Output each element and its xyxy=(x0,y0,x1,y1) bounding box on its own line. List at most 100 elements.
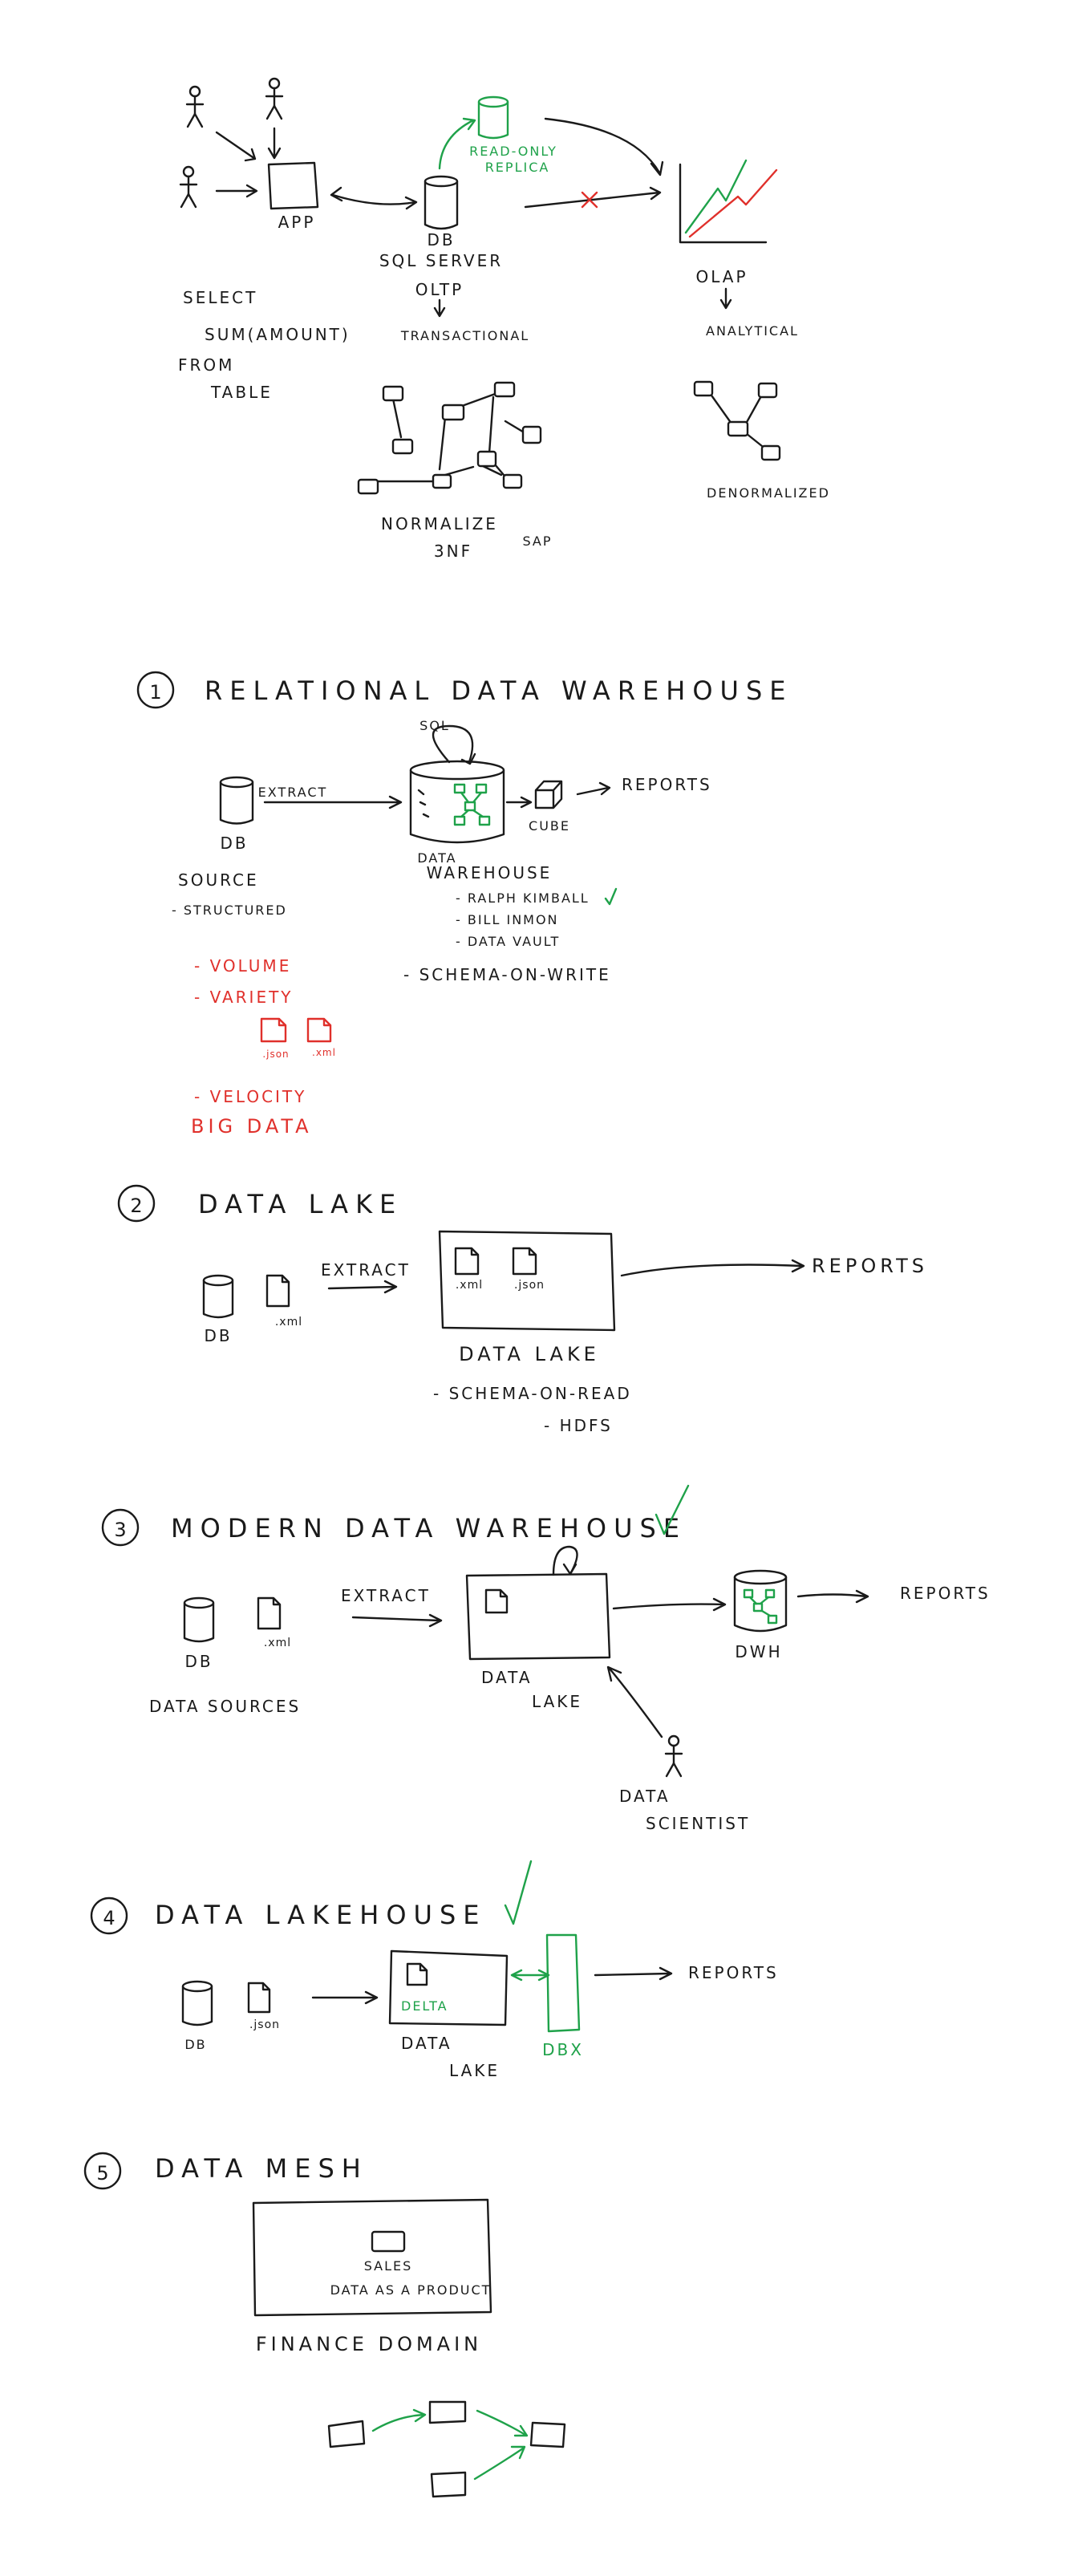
xml-label: .xml xyxy=(456,1279,483,1292)
section-title: MODERN DATA WAREHOUSE xyxy=(171,1513,687,1544)
method-vault: - DATA VAULT xyxy=(456,934,560,949)
lake-dwh-arrow xyxy=(612,1597,727,1612)
lake-dbx-arrow xyxy=(510,1969,550,1982)
sap-label: SAP xyxy=(522,533,552,549)
section-number-circle xyxy=(136,671,175,709)
replica-cylinder-icon xyxy=(477,95,509,140)
extract-arrow xyxy=(351,1613,443,1628)
replica-olap-arrow xyxy=(544,117,664,176)
data-product-label: DATA AS A PRODUCT xyxy=(330,2282,492,2298)
replica-label-1: READ-ONLY xyxy=(469,144,557,159)
reports-label: REPORTS xyxy=(900,1584,991,1603)
section-data-lake: 2 DATA LAKE DB .xml EXTRACT .xml .json R… xyxy=(117,1184,924,1435)
section-title: DATA LAKEHOUSE xyxy=(155,1900,486,1930)
scientist-label-2: SCIENTIST xyxy=(646,1814,750,1833)
dw-label-2: WAREHOUSE xyxy=(427,863,553,882)
section-title: RELATIONAL DATA WAREHOUSE xyxy=(205,675,792,706)
section-number: 5 xyxy=(96,2162,108,2185)
delta-label: DELTA xyxy=(401,1998,448,2014)
lake-label-1: DATA xyxy=(481,1668,533,1687)
source-label: SOURCE xyxy=(178,870,259,890)
table-node-icon xyxy=(371,2230,406,2253)
file-icon xyxy=(484,1588,509,1614)
db-label: DB xyxy=(427,230,455,249)
arrow-user-to-app xyxy=(267,127,282,160)
method-kimball: - RALPH KIMBALL xyxy=(456,890,590,906)
file-icon xyxy=(406,1962,428,1986)
data-lake-box xyxy=(438,1230,616,1332)
data-lake-box xyxy=(465,1572,611,1661)
db-cylinder-icon xyxy=(183,1596,215,1643)
table-node-icon xyxy=(382,385,404,402)
ingest-arrow xyxy=(311,1990,379,2005)
user-icon xyxy=(185,85,205,128)
dbx-reports-arrow xyxy=(594,1966,673,1981)
extract-label: EXTRACT xyxy=(321,1260,411,1280)
db-cylinder-icon xyxy=(424,175,459,230)
sql-label: SQL xyxy=(419,718,450,733)
json-label: .json xyxy=(262,1049,289,1060)
analytics-chart-icon xyxy=(679,159,778,244)
extract-label: EXTRACT xyxy=(258,785,328,800)
data-scientist-icon xyxy=(664,1734,683,1778)
domain-node-icon xyxy=(529,2421,566,2448)
table-node-icon xyxy=(391,438,414,455)
schema-on-read-label: - SCHEMA-ON-READ xyxy=(433,1384,632,1403)
denormalized-label: DENORMALIZED xyxy=(707,485,830,501)
analytical-label: ANALYTICAL xyxy=(706,323,799,339)
blocked-x-icon xyxy=(581,191,598,209)
domain-node-icon xyxy=(327,2420,366,2448)
section-title: DATA MESH xyxy=(155,2153,368,2184)
xml-label: .xml xyxy=(275,1316,302,1329)
olap-arrow xyxy=(719,287,732,310)
arrow-user-to-app xyxy=(215,184,258,198)
warehouse-cylinder-icon xyxy=(409,724,505,844)
domain-node-icon xyxy=(430,2471,467,2498)
normalize-label: NORMALIZE xyxy=(381,514,498,533)
sql-server-label: SQL SERVER xyxy=(379,251,503,270)
query-line-1: SELECT xyxy=(183,288,257,307)
db-label: DB xyxy=(184,1652,213,1671)
table-node-icon xyxy=(476,450,497,468)
domain-node-icon xyxy=(428,2400,467,2424)
3nf-label: 3NF xyxy=(434,542,472,561)
section-number: 1 xyxy=(149,681,161,704)
refresh-loop-icon xyxy=(552,1545,578,1576)
hdfs-label: - HDFS xyxy=(544,1416,613,1435)
db-label: DB xyxy=(204,1326,232,1345)
table-node-icon xyxy=(757,382,778,399)
check-icon xyxy=(504,1860,533,1925)
sales-label: SALES xyxy=(364,2258,413,2274)
method-inmon: - BILL INMON xyxy=(456,912,559,927)
query-line-2: SUM(AMOUNT) xyxy=(205,325,351,344)
xml-file-icon xyxy=(257,1596,282,1630)
section-relational-dw: 1 RELATIONAL DATA WAREHOUSE DB EXTRACT xyxy=(136,671,792,1138)
data-sources-label: DATA SOURCES xyxy=(149,1697,301,1716)
structured-label: - STRUCTURED xyxy=(172,903,287,918)
query-line-3: FROM xyxy=(178,355,234,375)
db-cylinder-icon xyxy=(181,1980,213,2026)
check-icon xyxy=(604,887,618,906)
data-lake-box xyxy=(388,1949,509,2026)
table-node-icon xyxy=(441,404,465,421)
db-label: DB xyxy=(220,834,248,853)
section-number: 3 xyxy=(114,1519,126,1541)
oltp-label: OLTP xyxy=(415,280,464,299)
section-number-circle xyxy=(83,2152,122,2190)
dbx-box xyxy=(545,1933,581,2033)
xml-label: .xml xyxy=(264,1637,291,1649)
data-lake-label: DATA LAKE xyxy=(459,1343,600,1365)
query-line-4: TABLE xyxy=(210,383,273,402)
schema-on-write-label: - SCHEMA-ON-WRITE xyxy=(403,965,611,984)
denormalized-network xyxy=(693,380,781,461)
scientist-lake-arrow xyxy=(606,1665,663,1738)
table-node-icon xyxy=(502,473,523,489)
scientist-label-1: DATA xyxy=(619,1787,671,1806)
finance-domain-label: FINANCE DOMAIN xyxy=(256,2333,482,2355)
user-icon xyxy=(179,165,198,209)
cube-reports-arrow xyxy=(576,781,611,796)
json-file-icon xyxy=(512,1247,537,1276)
extract-arrow xyxy=(327,1280,398,1294)
lake-reports-arrow xyxy=(620,1259,805,1277)
